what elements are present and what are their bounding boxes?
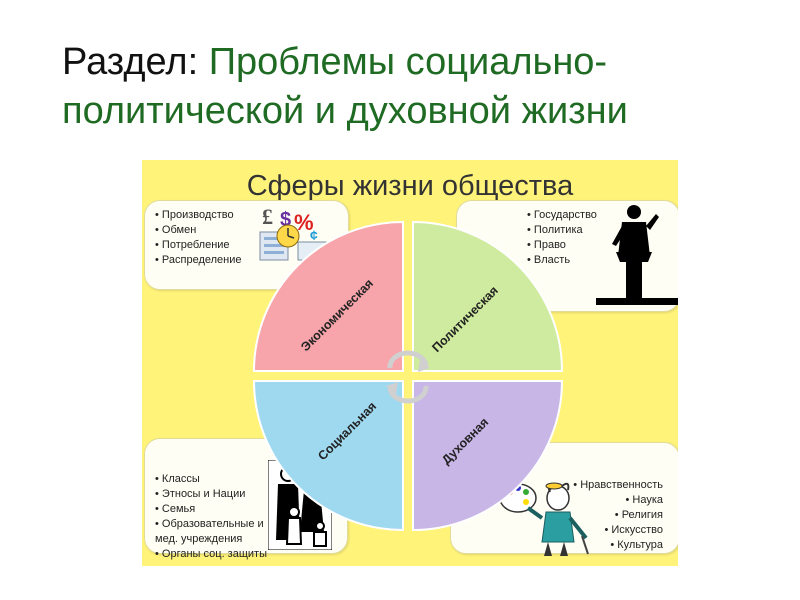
economic-item: Потребление [155, 238, 242, 253]
svg-text:£: £ [262, 204, 273, 229]
political-item: Право [527, 238, 597, 253]
economic-list: Производство Обмен Потребление Распредел… [155, 208, 242, 268]
spiritual-item: Наука [573, 493, 663, 508]
political-item: Власть [527, 253, 597, 268]
political-item: Государство [527, 208, 597, 223]
economic-item: Производство [155, 208, 242, 223]
svg-text:%: % [294, 210, 314, 235]
spiritual-item: Культура [573, 538, 663, 553]
economic-sector [252, 220, 404, 372]
svg-text:¢: ¢ [310, 227, 318, 243]
spiritual-item: Искусство [573, 523, 663, 538]
social-item: Этносы и Нации [155, 487, 273, 502]
social-list: Классы Этносы и Нации Семья Образователь… [155, 472, 273, 562]
economic-item: Распределение [155, 253, 242, 268]
spheres-wheel: Экономическая Политическая Социальная Ду… [252, 220, 564, 532]
slide-title-main: Проблемы социально-политической и духовн… [62, 41, 628, 132]
social-sector [252, 380, 404, 532]
diagram-panel: Сферы жизни общества Производство Обмен … [142, 160, 678, 566]
spiritual-sector [412, 380, 564, 532]
cycle-arrows-icon [386, 350, 430, 404]
spiritual-item: Нравственность [573, 478, 663, 493]
diagram-title: Сферы жизни общества [246, 170, 574, 202]
social-item: Классы [155, 472, 273, 487]
political-sector [412, 220, 564, 372]
social-item: Семья [155, 502, 273, 517]
svg-text:$: $ [280, 209, 291, 231]
social-item: Образовательные и мед. учреждения [155, 517, 273, 547]
slide-title: Раздел: Проблемы социально-политической … [62, 38, 762, 136]
political-item: Политика [527, 223, 597, 238]
spiritual-list: Нравственность Наука Религия Искусство К… [573, 478, 663, 553]
political-list: Государство Политика Право Власть [527, 208, 597, 268]
speaker-podium-icon [596, 205, 678, 305]
social-item: Органы соц. защиты [155, 547, 273, 562]
spiritual-item: Религия [573, 508, 663, 523]
economic-item: Обмен [155, 223, 242, 238]
slide-title-prefix: Раздел: [62, 41, 209, 83]
